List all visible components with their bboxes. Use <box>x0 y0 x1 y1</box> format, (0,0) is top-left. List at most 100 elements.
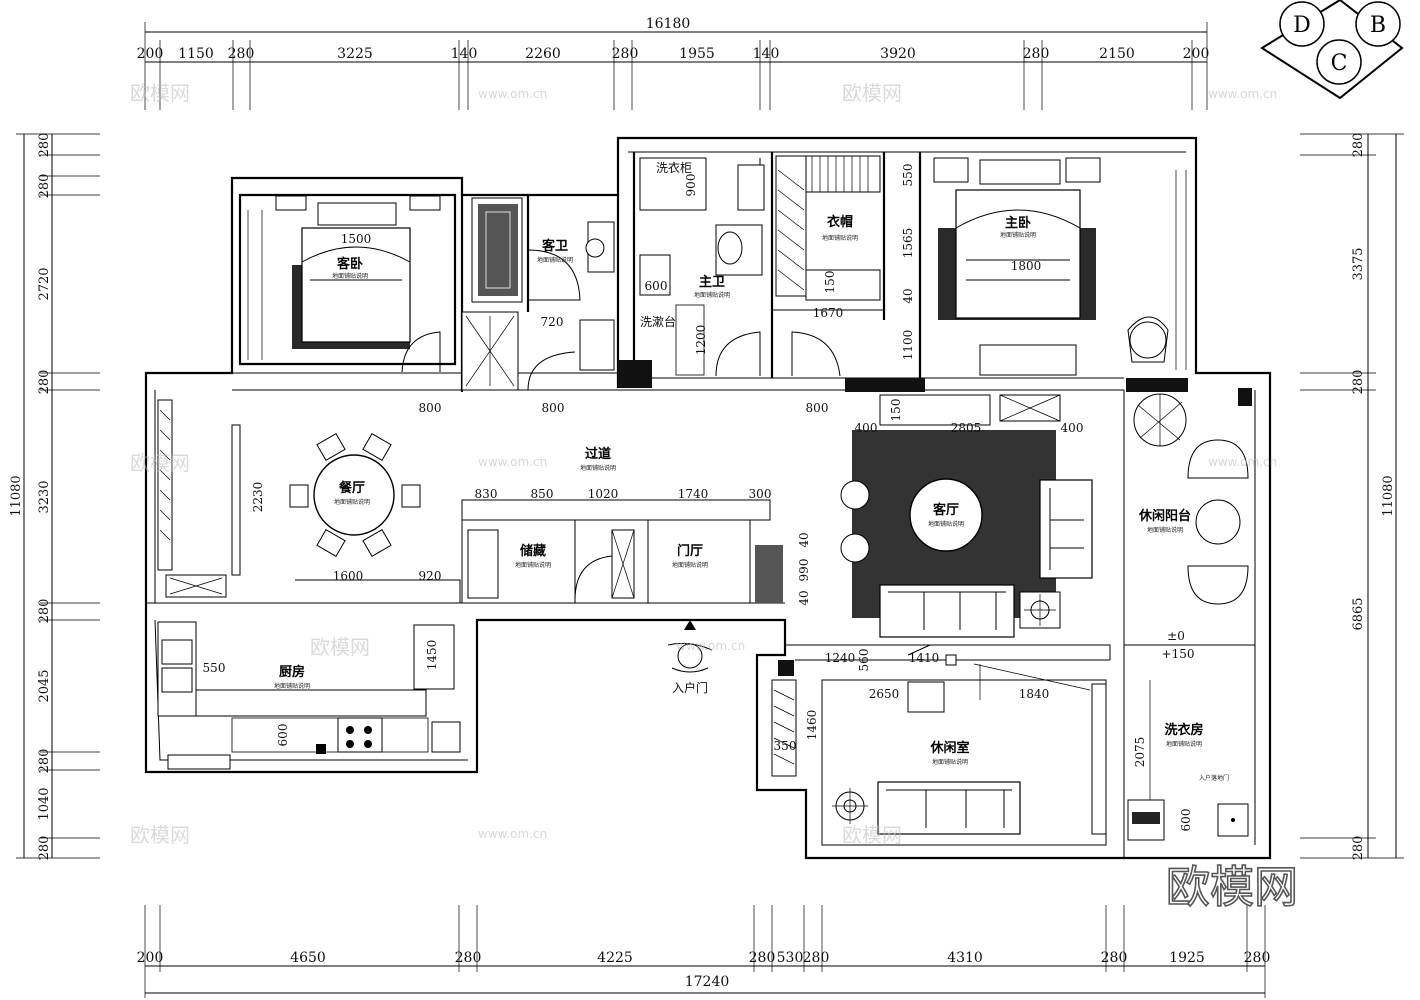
left-total: 11080 <box>9 475 24 516</box>
guest-bedroom-label: 客卧 <box>337 256 363 272</box>
leisure-room-label: 休闲室 <box>929 740 969 756</box>
right-seg-5: 280 <box>1351 836 1366 861</box>
laundry-label: 洗衣房 <box>1164 722 1203 738</box>
watermark-site-3: www.om.cn <box>478 455 547 469</box>
watermark-5: 欧模网 <box>130 823 190 847</box>
dim-350: 350 <box>774 739 797 753</box>
guest-bath-note: 地面铺贴说明 <box>537 256 573 264</box>
bottom-seg-4: 4225 <box>597 950 633 966</box>
wash-basin-label: 洗漱台 <box>640 314 676 329</box>
dim-dining-2230: 2230 <box>251 482 265 513</box>
master-bedroom-label: 主卧 <box>1005 215 1031 231</box>
outer-walls <box>144 136 1272 860</box>
closet-label: 衣帽 <box>827 214 853 230</box>
top-seg-2: 1150 <box>178 46 214 62</box>
dim-1740: 1740 <box>678 487 709 501</box>
top-seg-11: 280 <box>1023 46 1050 62</box>
master-bedroom-note: 地面铺贴说明 <box>1000 231 1036 239</box>
dim-master-bath-900: 900 <box>684 174 698 197</box>
kitchen-label: 厨房 <box>279 664 305 680</box>
left-seg-7: 2045 <box>37 669 52 702</box>
dim-bed-guest: 1500 <box>341 232 372 246</box>
dim-laundry-2075: 2075 <box>1133 737 1147 768</box>
watermark-site-5: www.om.cn <box>676 639 745 653</box>
balcony-door-label: 入户落地门 <box>1199 774 1229 782</box>
watermark-3: 欧模网 <box>130 451 190 475</box>
watermark-6: 欧模网 <box>842 823 902 847</box>
dim-living-400a: 400 <box>855 421 878 435</box>
compass-c: C <box>1331 51 1348 76</box>
dim-master-550: 550 <box>901 164 915 187</box>
storage-note: 地面铺贴说明 <box>515 561 551 569</box>
storage-foyer: 830 850 1020 1740 300 储藏 地面铺贴说明 门厅 地面铺贴说… <box>467 487 811 606</box>
dim-master-1100: 1100 <box>901 330 915 361</box>
corridor-label: 过道 <box>585 446 611 462</box>
watermark-site-1: www.om.cn <box>478 87 547 101</box>
top-seg-3: 280 <box>228 46 255 62</box>
corridor-dining: 过道 地面铺贴说明 餐厅 地面铺贴说明 2230 1600 920 <box>157 399 616 598</box>
left-seg-6: 280 <box>37 599 52 624</box>
bottom-seg-2: 4650 <box>290 950 326 966</box>
left-seg-4: 280 <box>37 370 52 395</box>
dim-closet-150: 150 <box>823 271 837 294</box>
dim-dining-920: 920 <box>419 569 442 583</box>
master-bath: 洗衣柜 900 600 主卫 地面铺贴说明 洗漱台 1200 <box>639 157 765 377</box>
bottom-total: 17240 <box>685 974 730 990</box>
entrance: 入户门 <box>667 620 713 695</box>
foyer-note: 地面铺贴说明 <box>672 561 708 569</box>
right-seg-3: 280 <box>1351 370 1366 395</box>
bottom-seg-5: 280 <box>749 950 776 966</box>
dim-kitchen-600: 600 <box>276 724 290 747</box>
dim-master-bath-600: 600 <box>645 279 668 293</box>
dining-label: 餐厅 <box>338 480 365 496</box>
top-seg-4: 3225 <box>337 46 373 62</box>
entrance-label: 入户门 <box>672 680 708 695</box>
bottom-seg-9: 280 <box>1101 950 1128 966</box>
leisure-room: 1240 560 1410 2650 1840 1460 350 休闲室 地面铺… <box>771 644 1107 835</box>
compass-d: D <box>1293 13 1311 38</box>
bottom-seg-1: 200 <box>137 950 164 966</box>
dim-2650: 2650 <box>869 687 900 701</box>
right-seg-4: 6865 <box>1351 597 1366 630</box>
watermark-site-4: www.om.cn <box>1208 455 1277 469</box>
dim-1840: 1840 <box>1019 687 1050 701</box>
left-seg-8: 280 <box>37 749 52 774</box>
right-dimension-chain: 280 3375 280 6865 280 11080 <box>1300 133 1404 861</box>
top-seg-7: 280 <box>612 46 639 62</box>
dim-living-2805: 2805 <box>951 421 982 435</box>
left-seg-2: 280 <box>37 174 52 199</box>
storage-label: 储藏 <box>519 543 546 559</box>
left-seg-9: 1040 <box>37 787 52 820</box>
living-label: 客厅 <box>933 502 959 518</box>
dim-master-1565: 1565 <box>901 228 915 259</box>
elev-a: ±0 <box>1167 629 1185 643</box>
top-seg-12: 2150 <box>1099 46 1135 62</box>
top-seg-6: 2260 <box>525 46 561 62</box>
left-dimension-chain: 280 280 2720 280 3230 280 2045 280 1040 … <box>9 133 100 860</box>
left-seg-3: 2720 <box>37 267 52 300</box>
dining-note: 地面铺贴说明 <box>334 498 370 506</box>
guest-bath-label: 客卫 <box>542 238 568 254</box>
living-room: 400 2805 400 150 客厅 地面铺贴说明 <box>840 394 1093 638</box>
left-seg-5: 3230 <box>37 480 52 513</box>
dim-closet-1670: 1670 <box>813 306 844 320</box>
dim-300: 300 <box>749 487 772 501</box>
watermark-1: 欧模网 <box>130 81 190 105</box>
leisure-room-note: 地面铺贴说明 <box>932 758 968 766</box>
master-bath-label: 主卫 <box>699 274 725 290</box>
leisure-balcony: 休闲阳台 地面铺贴说明 ±0 +150 <box>1133 393 1249 661</box>
dim-living-150: 150 <box>889 399 903 422</box>
leisure-balcony-note: 地面铺贴说明 <box>1147 526 1183 534</box>
bottom-seg-8: 4310 <box>947 950 983 966</box>
hatched-wall-blocks <box>618 360 1252 676</box>
bottom-seg-11: 280 <box>1244 950 1271 966</box>
left-seg-1: 280 <box>37 133 52 158</box>
guest-bath: 客卫 地面铺贴说明 720 800 <box>461 197 615 415</box>
watermark-site-6: www.om.cn <box>478 827 547 841</box>
laundry-cabinet-label: 洗衣柜 <box>656 160 692 175</box>
foyer-label: 门厅 <box>677 543 703 559</box>
right-total: 11080 <box>1381 475 1396 516</box>
right-seg-1: 280 <box>1351 133 1366 158</box>
watermark-2: 欧模网 <box>842 81 902 105</box>
right-seg-2: 3375 <box>1351 247 1366 280</box>
